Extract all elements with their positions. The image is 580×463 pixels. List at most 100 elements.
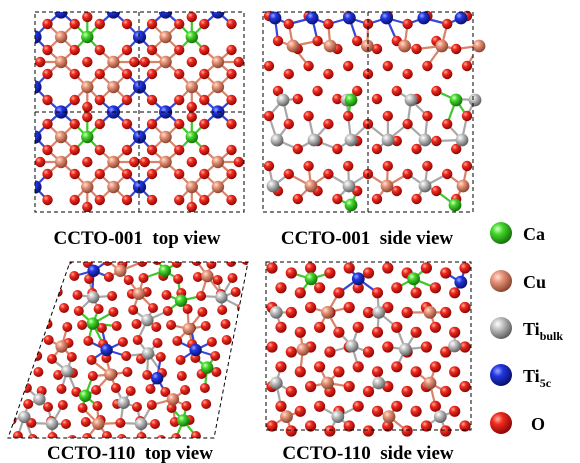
legend-item-o: O [490, 412, 545, 434]
oxygen-atom [371, 287, 384, 299]
ti-5c-atom [151, 372, 164, 385]
panel-ccto110-top-structure [7, 261, 249, 439]
oxygen-atom [226, 118, 237, 130]
ti-5c-atom [454, 11, 468, 25]
ti-bulk-atom [141, 347, 155, 360]
oxygen-atom [132, 402, 142, 412]
oxygen-atom [200, 321, 211, 331]
copper-atom [166, 393, 180, 406]
oxygen-atom [142, 370, 153, 380]
oxygen-atom [71, 387, 82, 397]
oxygen-atom [174, 168, 185, 180]
oxygen-atom [186, 101, 197, 113]
oxygen-atom [431, 135, 442, 147]
oxygen-atom [226, 168, 237, 180]
oxygen-atom [362, 306, 375, 319]
oxygen-atom [312, 85, 323, 97]
oxygen-atom [217, 305, 228, 315]
oxygen-atom [263, 60, 275, 72]
oxygen-atom [186, 12, 197, 23]
ti-bulk-atom [418, 179, 432, 193]
oxygen-atom [461, 60, 473, 72]
oxygen-atom [294, 287, 306, 299]
copper-atom [159, 55, 172, 69]
oxygen-atom [80, 417, 91, 427]
oxygen-atom [226, 68, 237, 80]
legend-label-o: O [531, 414, 545, 434]
caption-ccto110-side: CCTO-110 side view [282, 443, 453, 463]
oxygen-atom-icon [490, 412, 512, 434]
legend-label-ti-5c: Ti5c [523, 366, 552, 390]
ti-5c-atom [343, 11, 356, 25]
oxygen-atom [266, 420, 278, 432]
oxygen-atom [151, 322, 162, 332]
oxygen-atom [382, 60, 393, 72]
oxygen-atom [333, 366, 345, 378]
calcium-atom [158, 264, 171, 277]
panel-c-atoms [8, 262, 248, 438]
oxygen-atom [94, 94, 106, 106]
oxygen-atom [226, 194, 237, 206]
ti-bulk-atom [60, 364, 74, 378]
calcium-atom [448, 198, 462, 212]
legend-item-ti-bulk: Tibulk [490, 317, 563, 343]
oxygen-atom [402, 118, 413, 130]
oxygen-atom [94, 18, 106, 30]
oxygen-atom [146, 44, 158, 56]
oxygen-atom [294, 366, 306, 378]
calcium-atom-icon [490, 222, 512, 244]
oxygen-atom [173, 274, 184, 284]
oxygen-atom [422, 160, 433, 172]
copper-atom [211, 155, 225, 169]
oxygen-atom [323, 18, 334, 30]
ti-bulk-atom [372, 376, 386, 390]
oxygen-atom [451, 43, 462, 55]
caption-ccto001-side: CCTO-001 side view [281, 228, 454, 249]
copper-atom [185, 80, 198, 94]
oxygen-atom [401, 306, 413, 319]
ti-5c-atom [305, 11, 319, 25]
copper-atom [435, 39, 449, 53]
oxygen-atom [220, 319, 231, 329]
calcium-atom [344, 93, 358, 107]
copper-atom [54, 155, 68, 169]
oxygen-atom [129, 56, 140, 68]
oxygen-atom [292, 93, 303, 105]
oxygen-atom [226, 262, 237, 267]
ti-5c-atom [380, 11, 393, 25]
oxygen-atom [82, 101, 93, 113]
oxygen-atom [69, 271, 80, 281]
oxygen-atom [323, 118, 334, 130]
oxygen-atom [87, 371, 98, 381]
copper-atom [211, 80, 225, 94]
ti-5c-atom [132, 80, 147, 94]
oxygen-atom [155, 352, 166, 362]
legend-label-ti-5c-main: Ti [523, 366, 540, 386]
legend-item-ca: Ca [490, 222, 545, 244]
oxygen-atom [196, 291, 207, 301]
oxygen-atom [352, 85, 363, 97]
oxygen-atom [371, 193, 383, 205]
oxygen-atom [174, 18, 185, 30]
legend-label-ti-bulk: Tibulk [523, 319, 563, 343]
oxygen-atom [82, 262, 93, 268]
oxygen-atom [442, 68, 453, 80]
panel-a-atoms [35, 12, 244, 212]
ti-5c-atom [87, 264, 100, 277]
oxygen-atom [77, 403, 88, 413]
oxygen-atom [47, 354, 57, 364]
oxygen-atom [422, 110, 433, 122]
oxygen-atom [332, 143, 343, 155]
oxygen-atom [132, 335, 143, 345]
oxygen-atom [171, 262, 182, 268]
oxygen-atom [108, 307, 119, 317]
oxygen-atom [382, 262, 394, 274]
oxygen-atom [201, 399, 212, 409]
oxygen-atom [27, 434, 38, 438]
ti-bulk-atom [307, 133, 321, 147]
oxygen-atom [146, 94, 158, 106]
oxygen-atom [160, 387, 171, 397]
oxygen-atom [272, 35, 284, 47]
oxygen-atom [275, 400, 287, 412]
oxygen-atom [237, 303, 247, 313]
